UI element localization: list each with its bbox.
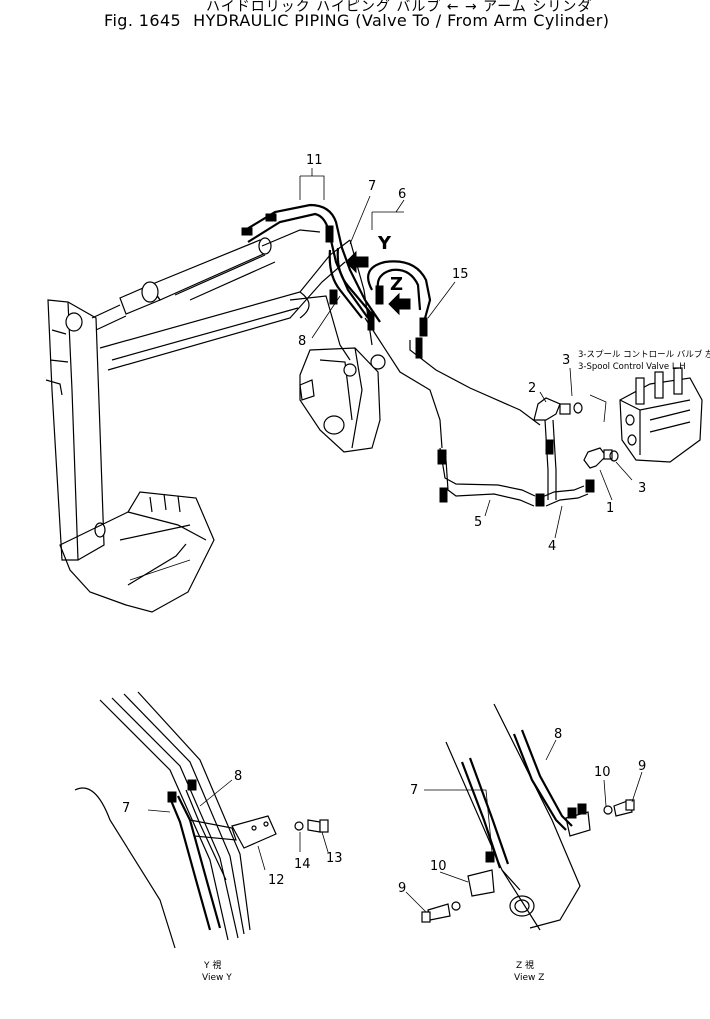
view-y-callout-13: 13 — [326, 851, 343, 866]
callout-11: 11 — [306, 153, 323, 168]
arm — [45, 299, 106, 561]
valve-note-english: 3-Spool Control Valve L.H — [578, 362, 686, 372]
view-z: 7 8 10 9 10 9 Z 視 View Z — [398, 703, 646, 983]
view-z-callout-10-left: 10 — [430, 859, 447, 874]
view-y-callout-12: 12 — [268, 873, 285, 888]
piping — [364, 317, 595, 507]
view-y: 7 8 12 14 13 Y 視 View Y — [74, 691, 343, 983]
arm-cylinder — [91, 237, 276, 331]
o-ring-lower — [609, 450, 619, 462]
view-y-callout-8: 8 — [234, 769, 242, 784]
callout-2: 2 — [528, 381, 536, 396]
callout-8: 8 — [298, 334, 306, 349]
bucket — [59, 491, 215, 613]
callout-3-lower: 3 — [638, 481, 646, 496]
view-y-caption-english: View Y — [202, 973, 232, 983]
boom — [99, 239, 373, 371]
callout-5: 5 — [474, 515, 482, 530]
main-view: Y Z 11 7 6 15 8 3 2 3 1 5 4 3-スプール コントロ — [45, 153, 710, 613]
view-z-marker: Z — [390, 274, 403, 295]
view-z-callout-7: 7 — [410, 783, 418, 798]
callout-1: 1 — [606, 501, 614, 516]
o-ring-upper — [573, 402, 583, 414]
view-z-caption-japanese: Z 視 — [516, 959, 534, 971]
view-z-arrow — [388, 292, 411, 316]
view-z-callout-10-right: 10 — [594, 765, 611, 780]
figure-title: Fig. 1645 HYDRAULIC PIPING (Valve To / Fr… — [104, 11, 621, 30]
callout-15: 15 — [452, 267, 469, 282]
view-y-arrow — [345, 250, 369, 274]
callout-6: 6 — [398, 187, 406, 202]
callout-7: 7 — [368, 179, 376, 194]
view-y-caption-japanese: Y 視 — [203, 959, 221, 971]
view-z-callout-9-left: 9 — [398, 881, 406, 896]
main-leaders — [299, 168, 633, 539]
callout-4: 4 — [548, 539, 556, 554]
elbow-fittings — [533, 397, 613, 469]
boom-hoses — [241, 203, 432, 359]
view-y-marker: Y — [377, 233, 392, 254]
view-z-callout-8: 8 — [554, 727, 562, 742]
view-y-callout-14: 14 — [294, 857, 311, 872]
callout-3-upper: 3 — [562, 353, 570, 368]
title-japanese: ハイドロリック ハイピング バルブ ← → アーム シリンダ — [206, 0, 593, 15]
valve-note-japanese: 3-スプール コントロール バルブ 左側 — [578, 349, 710, 360]
title-english: HYDRAULIC PIPING (Valve To / From Arm Cy… — [193, 11, 610, 30]
swing-bracket — [299, 347, 386, 453]
fig-number: Fig. 1645 — [104, 11, 182, 30]
view-z-caption-english: View Z — [514, 973, 544, 983]
control-valve — [589, 367, 703, 463]
view-z-callout-9-right: 9 — [638, 759, 646, 774]
view-y-callout-7: 7 — [122, 801, 130, 816]
